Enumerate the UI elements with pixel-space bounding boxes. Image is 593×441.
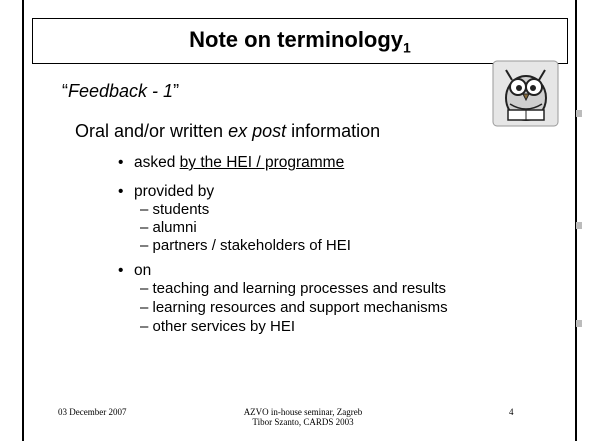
- open-quote: “: [62, 81, 68, 101]
- main-italic: ex post: [228, 121, 287, 141]
- main-after: information: [286, 121, 381, 141]
- bullet-provided-by: • provided by: [118, 183, 214, 201]
- bullet-dot: •: [118, 262, 124, 279]
- sub-item-alumni: – alumni: [140, 219, 197, 236]
- edge-marker: [576, 320, 582, 327]
- bullet-on-label: on: [134, 262, 152, 279]
- slide-title-text: Note on terminology: [189, 26, 404, 52]
- slide-frame: [22, 0, 577, 441]
- bullet-provided-label: provided by: [134, 183, 215, 200]
- slide-title: Note on terminology1: [189, 27, 411, 55]
- bullet-asked: • asked by the HEI / programme: [118, 154, 344, 172]
- bullet-dot: •: [118, 183, 124, 200]
- slide-title-subscript: 1: [403, 39, 411, 56]
- slide-subtitle: “Feedback - 1”: [62, 81, 179, 102]
- close-quote: ”: [173, 81, 180, 101]
- sub-item-teaching: – teaching and learning processes and re…: [140, 280, 447, 297]
- sub-item-students: – students: [140, 201, 210, 218]
- bullet-dot: •: [118, 154, 124, 171]
- footer-line1: AZVO in-house seminar, Zagreb: [243, 407, 363, 417]
- footer-center: AZVO in-house seminar, Zagreb Tibor Szan…: [208, 407, 398, 427]
- footer-line2: Tibor Szanto, CARDS 2003: [252, 417, 354, 427]
- subtitle-italic: Feedback - 1: [68, 81, 174, 101]
- main-statement: Oral and/or written ex post information: [75, 121, 380, 142]
- owl-icon: [492, 60, 559, 127]
- sub-item-resources: – learning resources and support mechani…: [140, 299, 448, 316]
- edge-marker: [576, 110, 582, 117]
- footer-date: 03 December 2007: [58, 407, 127, 417]
- sub-item-services: – other services by HEI: [140, 318, 296, 335]
- sub-item-partners: – partners / stakeholders of HEI: [140, 237, 351, 254]
- bullet-asked-prefix: asked: [134, 154, 180, 171]
- bullet-asked-underlined: by the HEI / programme: [179, 154, 345, 171]
- footer-page-number: 4: [509, 407, 514, 417]
- main-before: Oral and/or written: [75, 121, 229, 141]
- bullet-on: • on: [118, 262, 151, 280]
- title-box: Note on terminology1: [32, 18, 568, 64]
- edge-marker: [576, 222, 582, 229]
